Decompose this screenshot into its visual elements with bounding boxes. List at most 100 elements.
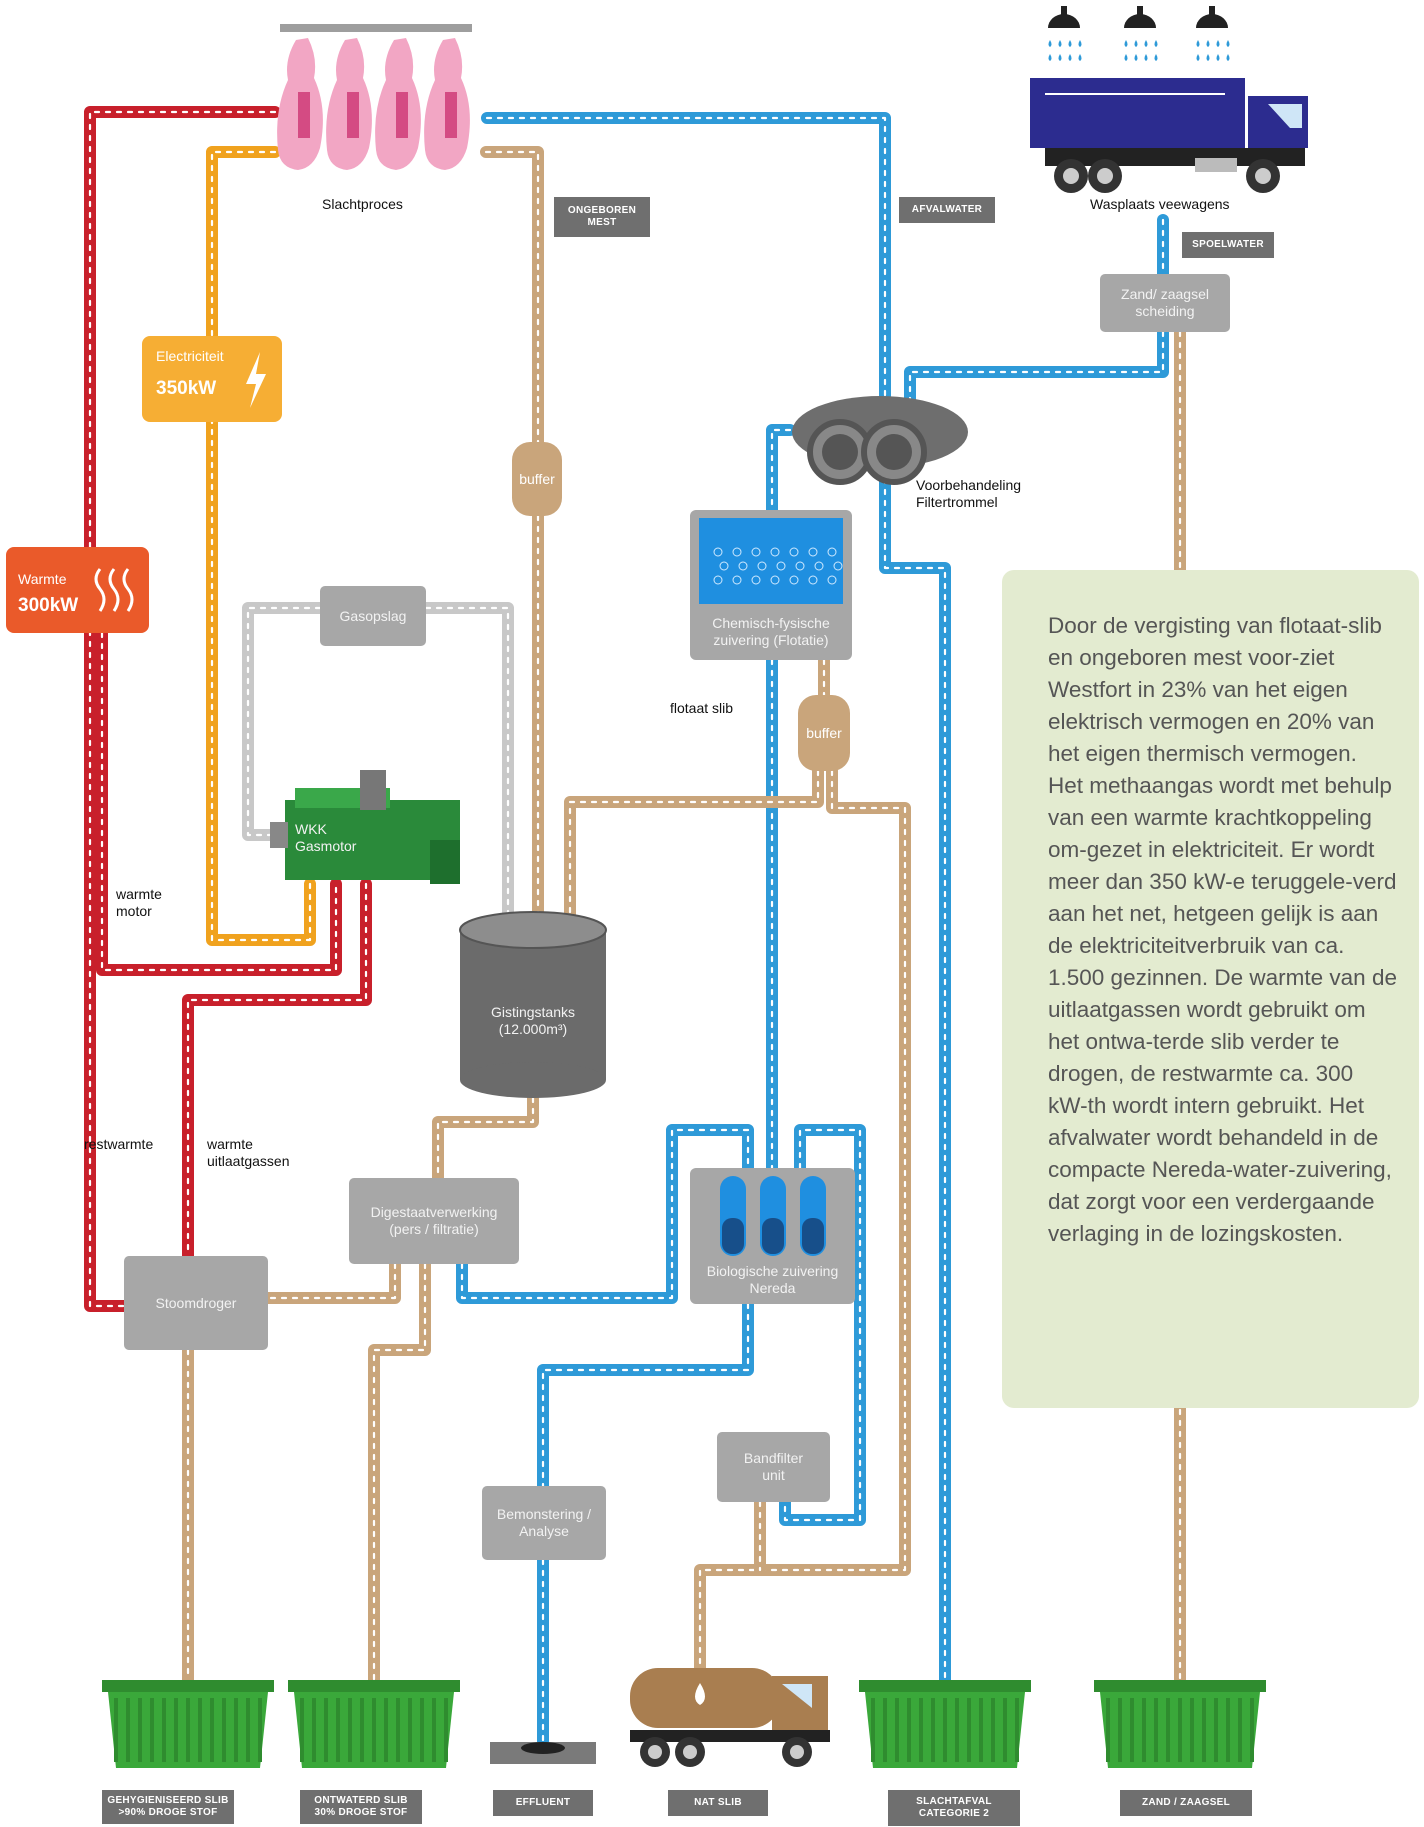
slachtproces-label: Slachtproces xyxy=(322,196,403,212)
voorbehandeling-label: Voorbehandeling Filtertrommel xyxy=(916,477,1022,510)
pipe-tank-digestaat xyxy=(432,1092,539,1184)
bubble-icon xyxy=(776,561,786,571)
chemisch-label: Chemisch-fysische zuivering (Flotatie) xyxy=(712,615,830,648)
pipe-flotaat-tank xyxy=(564,765,824,921)
pipe-ongeboren-mest xyxy=(480,146,544,448)
digestaat-box: Digestaatverwerking (pers / filtratie) xyxy=(349,1178,519,1264)
container-icon xyxy=(102,1680,274,1768)
wkk-engine-icon xyxy=(270,770,460,884)
pipe-digestaat-stoom xyxy=(262,1258,401,1304)
bubble-icon xyxy=(789,575,799,585)
restwarmte-label: restwarmte xyxy=(84,1136,154,1152)
output-zand-zaagsel: ZAND / ZAAGSEL xyxy=(1120,1790,1252,1816)
slaughter-illustration xyxy=(277,24,472,170)
bubble-icon xyxy=(814,561,824,571)
tanker-truck-illustration xyxy=(630,1668,830,1767)
container-icon xyxy=(1094,1680,1266,1768)
pipe-digestaat-nereda-pattern xyxy=(460,1128,750,1300)
tag-ongeboren-mest: ONGEBOREN MEST xyxy=(554,197,650,237)
truck-wash-illustration xyxy=(1030,6,1308,193)
warmte-uitlaatgassen-label: warmte uitlaatgassen xyxy=(207,1136,290,1169)
electriciteit-box: Electriciteit 350kW xyxy=(142,336,282,422)
flotaat-slib-label: flotaat slib xyxy=(670,700,734,716)
electriciteit-value: 350kW xyxy=(156,378,217,399)
pipe-gas-tank-pattern xyxy=(424,606,510,917)
electriciteit-title: Electriciteit xyxy=(156,348,224,364)
reactor-column-icon xyxy=(760,1176,786,1256)
carcass-icon xyxy=(375,38,421,170)
wasplaats-label: Wasplaats veewagens xyxy=(1090,196,1230,212)
reactor-column-icon xyxy=(720,1176,746,1256)
warmte-value: 300kW xyxy=(18,595,79,616)
pipe-digestaat-ontwaterd xyxy=(368,1258,431,1686)
output-slachtafval: SLACHTAFVAL CATEGORIE 2 xyxy=(888,1790,1020,1826)
bemonstering-box: Bemonstering / Analyse xyxy=(482,1486,606,1560)
warmte-box: Warmte 300kW xyxy=(6,547,149,633)
flotation-tank-icon xyxy=(690,510,852,660)
pipe-filtertrommel-in-pattern xyxy=(908,330,1165,412)
gistingstanks-label: Gistingstanks (12.000m³) xyxy=(490,1004,576,1037)
bubble-icon xyxy=(770,547,780,557)
pipe-gas-pattern xyxy=(246,606,322,837)
bandfilter-box: Bandfilter unit xyxy=(717,1432,830,1502)
description-card: Door de vergisting van flotaat-slib en o… xyxy=(1002,570,1419,1408)
pipe-nereda-effluent-pattern xyxy=(541,1302,750,1488)
container-icon xyxy=(288,1680,460,1768)
bubble-icon xyxy=(795,561,805,571)
reactor-column-icon xyxy=(800,1176,826,1256)
bubble-icon xyxy=(751,575,761,585)
buffer-flotaat: buffer xyxy=(798,695,850,771)
carcass-icon xyxy=(326,38,372,170)
bubble-icon xyxy=(827,547,837,557)
tag-spoelwater: SPOELWATER xyxy=(1182,232,1274,258)
output-gehygieniseerd-slib: GEHYGIENISEERD SLIB >90% DROGE STOF xyxy=(102,1790,234,1824)
bubble-icon xyxy=(751,547,761,557)
bubble-icon xyxy=(789,547,799,557)
container-icon xyxy=(859,1680,1031,1768)
heat-waves-icon xyxy=(94,568,134,612)
shower-icon xyxy=(1196,6,1230,61)
pipe-restwarmte-pattern xyxy=(88,110,277,1308)
carcass-icon xyxy=(424,38,470,170)
effluent-drain-icon xyxy=(490,1742,596,1764)
bubble-icon xyxy=(738,561,748,571)
pipe-electriciteit-pattern xyxy=(210,150,312,942)
gasopslag-box: Gasopslag xyxy=(320,586,426,646)
bubble-icon xyxy=(770,575,780,585)
bubble-icon xyxy=(732,575,742,585)
biologische-label: Biologische zuivering Nereda xyxy=(706,1263,839,1296)
pipe-flotaat-nat-pattern xyxy=(698,769,907,1670)
stoomdroger-box: Stoomdroger xyxy=(124,1256,268,1350)
filter-drum-icon xyxy=(792,396,968,485)
warmte-motor-label: warmte motor xyxy=(116,886,162,919)
buffer-mest: buffer xyxy=(512,442,562,516)
output-ontwaterd-slib: ONTWATERD SLIB 30% DROGE STOF xyxy=(300,1790,422,1824)
output-nat-slib: NAT SLIB xyxy=(668,1790,768,1816)
pipe-digestaat-stoom-pattern xyxy=(266,1262,397,1300)
wkk-label: WKK Gasmotor xyxy=(295,821,357,854)
nereda-reactor-icon xyxy=(690,1168,855,1304)
bubble-icon xyxy=(757,561,767,571)
pipe-ongeboren-mest-pattern xyxy=(484,150,540,444)
pipe-flotaat-tank-pattern xyxy=(568,769,820,917)
pipe-uitlaatgassen-pattern xyxy=(186,882,368,1258)
bubble-icon xyxy=(713,547,723,557)
pipe-afvalwater xyxy=(481,112,951,1686)
bubble-icon xyxy=(827,575,837,585)
pipe-nereda-loop-pattern xyxy=(783,1128,862,1522)
description-text: Door de vergisting van flotaat-slib en o… xyxy=(1048,613,1397,1246)
pipe-digestaat-ontwaterd-pattern xyxy=(372,1262,427,1682)
bubble-icon xyxy=(719,561,729,571)
lightning-icon xyxy=(246,352,266,408)
bubble-icon xyxy=(808,547,818,557)
bubble-icon xyxy=(833,561,843,571)
pipe-warmte-motor-pattern xyxy=(100,631,338,972)
digestion-tank-icon xyxy=(459,911,607,1098)
shower-icon xyxy=(1124,6,1158,61)
bubble-icon xyxy=(732,547,742,557)
pipe-afvalwater-pattern xyxy=(485,116,947,1682)
bubble-icon xyxy=(713,575,723,585)
warmte-title: Warmte xyxy=(18,571,67,587)
carcass-icon xyxy=(277,38,323,170)
shower-icon xyxy=(1048,6,1082,61)
